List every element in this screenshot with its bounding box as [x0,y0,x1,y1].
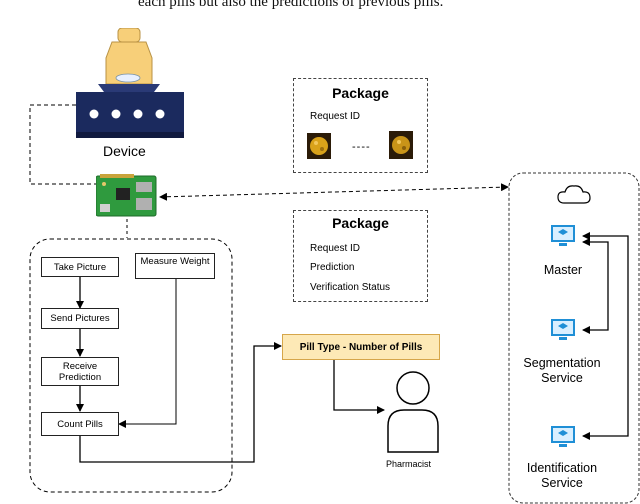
package-field-request-id: Request ID [310,243,361,254]
caption-fragment: each pills but also the predictions of p… [138,0,444,10]
device-link [29,104,96,185]
count-pills-step: Count Pills [41,412,119,436]
cloud-icon [557,185,591,204]
pill-count-output: Pill Type - Number of Pills [282,334,440,360]
master-label: Master [543,263,583,277]
package-field-request-id: Request ID [310,111,361,122]
device-label: Device [103,143,146,159]
board-cloud-link [159,183,509,201]
identification-server-icon [551,426,575,447]
pill-counter-device-icon [76,28,184,138]
flow-output-pharmacist [333,360,385,414]
flow-weight-count [118,278,177,428]
package-title: Package [332,215,389,231]
segmentation-server-icon [551,319,575,340]
pharmacist-label: Pharmacist [386,459,432,469]
package-field-verification-status: Verification Status [310,282,391,293]
pill-image-icon [307,133,331,159]
pharmacist-icon [387,371,439,453]
package-response: Package Request ID Prediction Verificati… [293,210,428,302]
raspberry-pi-icon [96,174,157,217]
master-server-icon [551,225,575,246]
pill-image-icon [389,131,413,159]
master-identification-link [582,232,629,440]
package-field-prediction: Prediction [310,262,355,273]
identification-service-label: Identification Service [526,461,598,490]
take-picture-step: Take Picture [41,257,119,277]
measure-weight-step: Measure Weight [135,253,215,279]
cloud-group [508,172,640,504]
master-segmentation-link [582,238,609,334]
package-title: Package [332,85,389,101]
segmentation-service-label: Segmentation Service [523,356,601,385]
process-group [29,238,233,493]
receive-prediction-step: Receive Prediction [41,357,119,386]
flow-count-output [79,342,282,463]
image-ellipsis: ---- [352,141,371,153]
send-pictures-step: Send Pictures [41,308,119,329]
